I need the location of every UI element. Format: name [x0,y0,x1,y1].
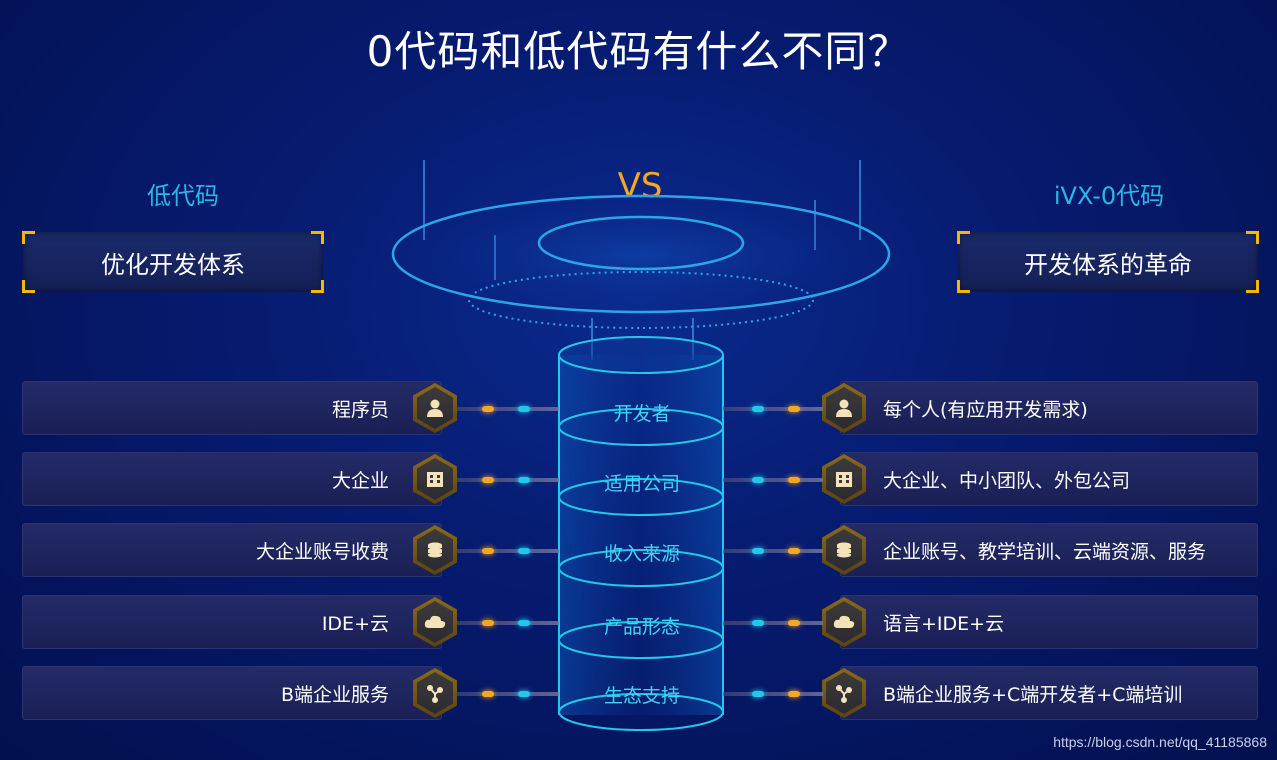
left-row-label: 程序员 [331,398,389,421]
vs-label: VS [617,166,663,206]
left-row-label: IDE+云 [321,612,389,635]
cylinder-label-revenue: 收入来源 [603,543,680,565]
right-heading: iVX-0代码 [1053,182,1165,210]
cylinder-label-product: 产品形态 [603,616,680,638]
right-row-label: B端企业服务+C端开发者+C端培训 [883,683,1183,706]
left-row-label: 大企业账号收费 [255,540,389,563]
right-row-ecosystem: B端企业服务+C端开发者+C端培训 [840,666,1258,720]
left-row-developer: 程序员 [22,381,442,435]
left-row-ecosystem: B端企业服务 [22,666,442,720]
cylinder-label-company: 适用公司 [603,473,680,495]
right-row-label: 每个人(有应用开发需求) [883,398,1088,421]
cylinder-label-ecosystem: 生态支持 [603,685,680,707]
left-tagline-box: 优化开发体系 [22,231,324,293]
right-tagline: 开发体系的革命 [1024,250,1192,279]
right-row-developer: 每个人(有应用开发需求) [840,381,1258,435]
right-row-label: 企业账号、教学培训、云端资源、服务 [883,540,1207,563]
right-tagline-box: 开发体系的革命 [957,231,1259,293]
user-icon [413,383,457,433]
right-row-label: 语言+IDE+云 [883,612,1005,635]
left-row-revenue: 大企业账号收费 [22,523,442,577]
left-row-label: 大企业 [331,469,389,492]
left-row-label: B端企业服务 [280,683,389,706]
right-row-revenue: 企业账号、教学培训、云端资源、服务 [840,523,1258,577]
left-row-product: IDE+云 [22,595,442,649]
right-row-company: 大企业、中小团队、外包公司 [840,452,1258,506]
cylinder-label-developer: 开发者 [613,403,671,425]
left-row-company: 大企业 [22,452,442,506]
right-row-label: 大企业、中小团队、外包公司 [883,469,1131,492]
right-row-product: 语言+IDE+云 [840,595,1258,649]
left-tagline: 优化开发体系 [101,250,245,279]
building-icon [413,454,457,504]
watermark: https://blog.csdn.net/qq_41185868 [1053,734,1267,750]
page-title: 0代码和低代码有什么不同？ [366,27,911,76]
left-heading: 低代码 [147,182,219,210]
